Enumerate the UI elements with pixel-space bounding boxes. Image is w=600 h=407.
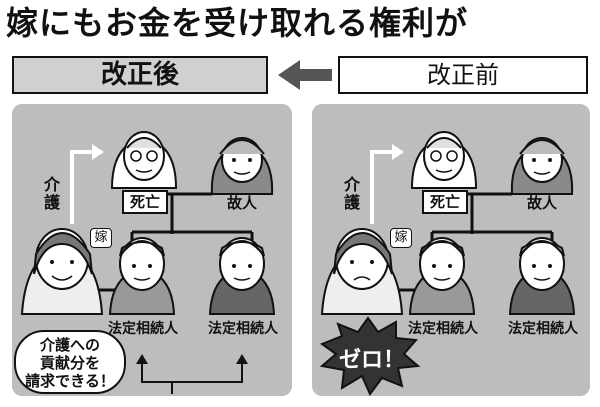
wife-tag: 嫁: [90, 228, 112, 248]
deceased-man-figure: [410, 131, 478, 189]
heir-right-label: 法定相続人: [208, 321, 278, 337]
deceased-other-label: 故人: [226, 194, 257, 212]
zero-label: ゼロ！: [338, 348, 405, 373]
heir-left-label: 法定相続人: [408, 321, 478, 337]
headline: 嫁にもお金を受け取れる権利が: [6, 4, 469, 42]
deceased-woman-figure: [510, 137, 574, 195]
heir-left-figure: [108, 237, 176, 315]
deceased-label: 死亡: [422, 190, 468, 214]
deceased-woman-figure: [210, 137, 274, 195]
label-after-revision: 改正後: [12, 56, 268, 94]
heir-right-label: 法定相続人: [508, 321, 578, 337]
heir-right-figure: [508, 237, 576, 315]
arrow-left-icon: [278, 60, 332, 90]
daughter-in-law-figure: [320, 228, 404, 315]
zero-starburst: [319, 316, 421, 396]
heir-right-figure: [208, 237, 276, 315]
deceased-man-figure: [110, 131, 178, 189]
care-label: 介護: [41, 176, 60, 212]
after-panel: 介護 嫁 死亡 故人 法定相続人 法定相続人 介護への 貢献分を 請求できる！: [12, 104, 292, 396]
daughter-in-law-figure: [20, 228, 104, 315]
heir-left-label: 法定相続人: [108, 321, 178, 337]
before-panel: 介護 嫁 死亡 故人 法定相続人 法定相続人 ゼロ！: [312, 104, 590, 396]
after-illustration: [20, 131, 276, 394]
label-before-revision: 改正前: [338, 56, 588, 94]
care-label: 介護: [341, 176, 360, 212]
wife-tag: 嫁: [390, 228, 412, 248]
before-illustration: [319, 131, 576, 396]
deceased-other-label: 故人: [526, 194, 557, 212]
contribution-claim-bubble: 介護への 貢献分を 請求できる！: [14, 330, 126, 394]
heir-left-figure: [408, 237, 476, 315]
deceased-label: 死亡: [122, 190, 168, 214]
